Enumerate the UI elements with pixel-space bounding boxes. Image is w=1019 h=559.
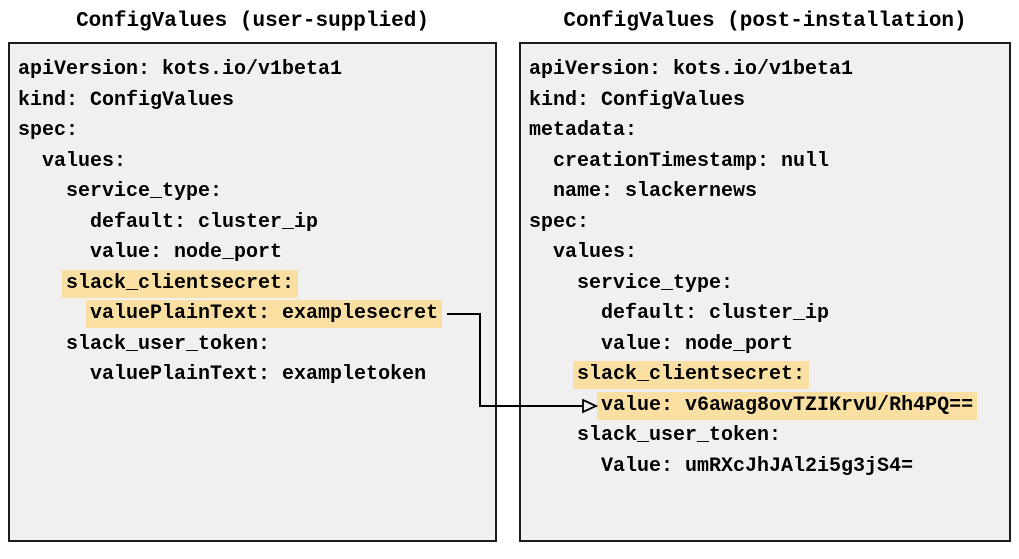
code-line: slack_clientsecret: — [529, 360, 1009, 391]
highlighted-code-text: slack_clientsecret: — [66, 269, 295, 298]
code-indent — [18, 150, 42, 173]
code-text: slack_user_token: — [66, 332, 271, 356]
code-line: value: v6awag8ovTZIKrvU/Rh4PQ== — [529, 391, 1009, 422]
code-text: values: — [553, 241, 638, 264]
code-text: valuePlainText: exampletoken — [90, 363, 427, 386]
code-line: kind: ConfigValues — [529, 86, 1009, 117]
code-line: Value: umRXcJhJAl2i5g3jS4= — [529, 452, 1009, 483]
code-line: kind: ConfigValues — [18, 86, 495, 117]
code-line: slack_user_token: — [529, 421, 1009, 452]
panel-user-supplied: apiVersion: kots.io/v1beta1 kind: ConfigV… — [8, 42, 497, 542]
code-line: default: cluster_ip — [18, 208, 495, 239]
code-text: spec: — [18, 119, 79, 142]
highlighted-code-text: valuePlainText: examplesecret — [90, 300, 439, 328]
code-line: name: slackernews — [529, 177, 1009, 208]
code-indent — [18, 180, 66, 203]
code-text: service_type: — [66, 180, 223, 203]
code-indent — [529, 333, 601, 356]
yaml-code-post-installation: apiVersion: kots.io/v1beta1 kind: ConfigV… — [521, 44, 1009, 482]
code-indent — [529, 180, 553, 203]
code-line: spec: — [18, 116, 495, 147]
code-text: name: slackernews — [553, 180, 758, 203]
code-indent — [529, 363, 577, 386]
code-indent — [529, 241, 553, 264]
code-line: spec: — [529, 208, 1009, 239]
code-indent — [529, 455, 601, 478]
code-indent — [529, 424, 577, 447]
highlighted-code-text: slack_clientsecret: — [577, 361, 806, 389]
code-line: apiVersion: kots.io/v1beta1 — [529, 55, 1009, 86]
code-text: apiVersion: kots.io/v1beta1 — [18, 58, 343, 81]
code-text: creationTimestamp: null — [553, 149, 830, 173]
code-text: apiVersion: kots.io/v1beta1 — [529, 58, 854, 81]
highlighted-code-text: value: v6awag8ovTZIKrvU/Rh4PQ== — [601, 391, 974, 420]
code-indent — [18, 333, 66, 356]
code-indent — [529, 150, 553, 173]
code-indent — [18, 363, 90, 386]
panel-title-post-installation: ConfigValues (post-installation) — [563, 10, 967, 33]
code-line: metadata: — [529, 116, 1009, 147]
code-text: kind: ConfigValues — [529, 88, 746, 112]
code-text: slack_user_token: — [577, 424, 782, 447]
panel-title-user-supplied: ConfigValues (user-supplied) — [76, 10, 429, 33]
code-line: values: — [529, 238, 1009, 269]
code-text: default: cluster_ip — [90, 210, 319, 234]
panel-post-installation: apiVersion: kots.io/v1beta1 kind: ConfigV… — [519, 42, 1011, 542]
code-line: values: — [18, 147, 495, 178]
code-text: Value: umRXcJhJAl2i5g3jS4= — [601, 454, 914, 478]
code-line: service_type: — [529, 269, 1009, 300]
code-line: value: node_port — [529, 330, 1009, 361]
code-indent — [18, 272, 66, 295]
code-line: valuePlainText: exampletoken — [18, 360, 495, 391]
code-indent — [18, 211, 90, 234]
code-line: slack_user_token: — [18, 330, 495, 361]
yaml-code-user-supplied: apiVersion: kots.io/v1beta1 kind: ConfigV… — [10, 44, 495, 391]
code-text: values: — [42, 149, 127, 173]
code-indent — [529, 272, 577, 295]
code-indent — [18, 302, 90, 325]
code-text: service_type: — [577, 271, 734, 295]
code-text: kind: ConfigValues — [18, 88, 235, 112]
code-text: value: node_port — [90, 241, 283, 264]
code-text: default: cluster_ip — [601, 302, 830, 325]
code-indent — [529, 302, 601, 325]
code-indent — [529, 394, 601, 417]
code-indent — [18, 241, 90, 264]
code-text: spec: — [529, 210, 590, 234]
code-line: valuePlainText: examplesecret — [18, 299, 495, 330]
code-line: value: node_port — [18, 238, 495, 269]
code-line: service_type: — [18, 177, 495, 208]
code-line: default: cluster_ip — [529, 299, 1009, 330]
code-line: apiVersion: kots.io/v1beta1 — [18, 55, 495, 86]
code-line: creationTimestamp: null — [529, 147, 1009, 178]
code-text: value: node_port — [601, 332, 794, 356]
code-text: metadata: — [529, 119, 638, 142]
code-line: slack_clientsecret: — [18, 269, 495, 300]
